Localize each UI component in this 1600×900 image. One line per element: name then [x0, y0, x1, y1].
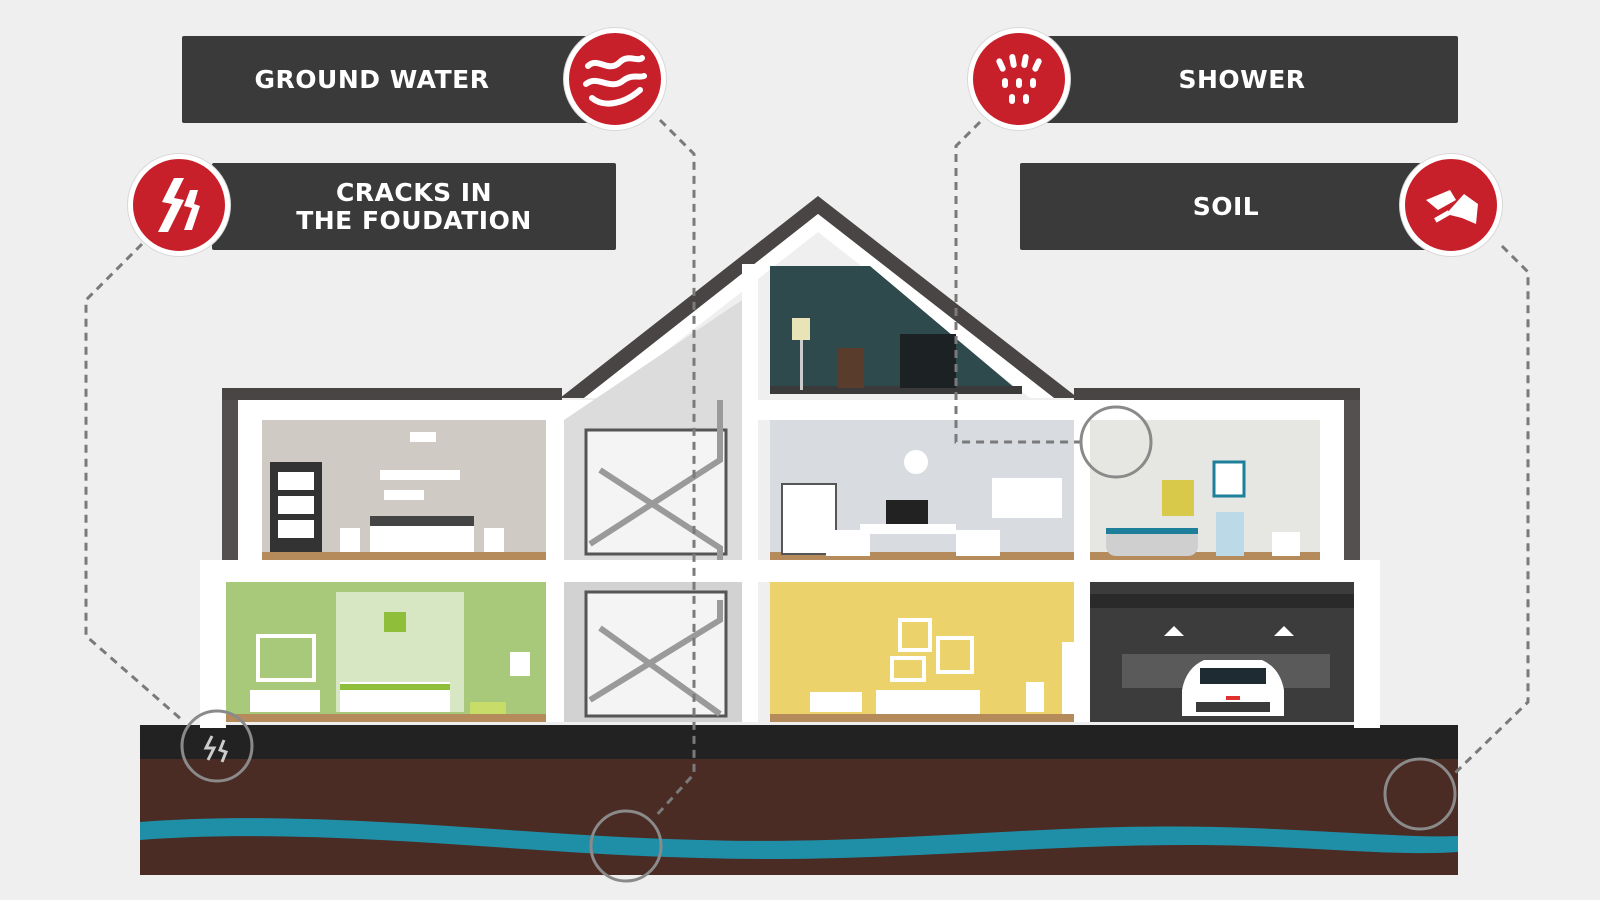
picture-frame-3 — [890, 656, 926, 682]
middle-floor-slab — [200, 560, 1380, 582]
soil-icon — [1400, 154, 1502, 256]
bedroom-upper — [262, 420, 546, 560]
pendant-lamp — [904, 450, 928, 474]
towel — [1162, 480, 1194, 516]
soil-pointer — [1383, 757, 1457, 831]
pointer-circles — [180, 405, 1457, 883]
stair-window-lower — [584, 590, 728, 718]
left-upper-wall — [222, 400, 238, 562]
ground-water-pointer — [589, 809, 663, 883]
cracks-icon — [128, 154, 230, 256]
stair-hall — [564, 264, 758, 722]
attic-wall — [770, 266, 1022, 394]
side-table — [810, 692, 862, 712]
cracks-label: CRACKS IN THE FOUDATION — [212, 163, 616, 250]
tv — [886, 500, 928, 524]
wall-shelf — [380, 470, 460, 480]
bed — [370, 522, 474, 552]
staircase-flight-3 — [588, 600, 723, 703]
mirror — [1212, 460, 1246, 498]
ground-surface — [140, 725, 1458, 759]
bathtub — [1106, 528, 1198, 556]
ground — [140, 725, 1458, 875]
tv-stand — [860, 524, 956, 534]
nightstand-right — [484, 528, 504, 552]
garage — [1090, 582, 1354, 722]
wall-mirror — [256, 634, 316, 682]
leader-lines — [84, 118, 1530, 820]
garage-lamp-right — [1274, 626, 1294, 636]
armchair-right — [956, 530, 1000, 556]
floor-lamp — [792, 318, 810, 340]
ottoman — [470, 702, 506, 714]
shower-leader — [954, 120, 1080, 444]
shower-pointer — [1079, 405, 1153, 479]
desk — [250, 690, 320, 712]
cracks-text-line2: THE FOUDATION — [296, 205, 532, 235]
upper-ceiling — [238, 400, 1344, 420]
picture-frame-2 — [936, 636, 974, 674]
staircase-flight-1 — [588, 400, 723, 547]
bookshelf — [900, 334, 956, 388]
ground-water-stream — [140, 818, 1458, 859]
nightstand-left — [340, 528, 360, 552]
stair-wall — [742, 264, 758, 722]
cracks-pointer — [180, 709, 254, 783]
sink-cabinet — [1216, 512, 1244, 556]
interior-walls — [238, 420, 1344, 722]
roof — [222, 196, 1360, 400]
attic-room — [770, 266, 1022, 394]
bedroom-floor — [262, 552, 546, 560]
wall-cabinet — [992, 478, 1062, 518]
right-roof — [1074, 388, 1360, 400]
shower-label: SHOWER — [1026, 36, 1458, 123]
cracks-text-line1: CRACKS IN — [335, 177, 493, 207]
toilet — [1272, 532, 1300, 556]
bathroom — [1090, 420, 1320, 560]
staircase-flight-4 — [598, 625, 722, 717]
pendant-light — [384, 612, 406, 632]
soil-label: SOIL — [1020, 163, 1432, 250]
right-lower-wall — [1354, 560, 1380, 728]
ground-water-text: GROUND WATER — [254, 64, 490, 94]
gable-fascia — [584, 214, 1054, 398]
soil-text: SOIL — [1192, 191, 1260, 221]
shower-text: SHOWER — [1178, 64, 1306, 94]
cracks-leader — [84, 242, 183, 722]
garage-lamp-left — [1164, 626, 1184, 636]
left-lower-wall — [200, 560, 226, 728]
armchair-left — [826, 530, 870, 556]
ground-water-label: GROUND WATER — [182, 36, 612, 123]
crack-mark-icon — [203, 735, 228, 763]
shower-icon — [968, 28, 1070, 130]
office-chair — [838, 348, 864, 388]
right-upper-wall — [1344, 400, 1360, 562]
soil-leader — [1452, 244, 1530, 776]
plant-stand — [1026, 682, 1044, 712]
sofa — [876, 690, 980, 714]
yellow-living-room — [770, 582, 1074, 722]
ceiling-lamp — [410, 432, 436, 442]
picture-frame-1 — [898, 618, 932, 652]
floor-lamp-lower — [510, 652, 530, 676]
left-roof — [222, 388, 562, 400]
living-room-upper — [770, 420, 1074, 560]
waves-icon — [564, 28, 666, 130]
green-bedroom — [226, 582, 546, 722]
garage-truss — [1090, 594, 1354, 608]
staircase-flight-2 — [598, 467, 723, 560]
